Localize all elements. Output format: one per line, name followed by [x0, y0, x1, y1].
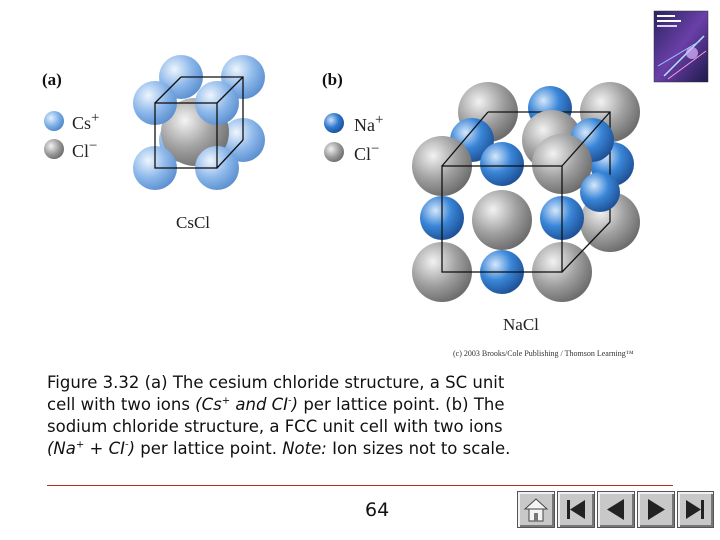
- na-ion-swatch: [324, 113, 344, 133]
- na-ion: [480, 142, 524, 186]
- cscl-structure: [133, 55, 265, 190]
- caption-line-4: (Na+ + CI-) per lattice point. Note: Ion…: [47, 439, 511, 458]
- home-button[interactable]: [517, 491, 555, 528]
- compound-label-nacl: NaCl: [503, 315, 539, 334]
- nacl-structure: [412, 82, 640, 302]
- next-page-button[interactable]: [637, 491, 675, 528]
- caption-line-1: Figure 3.32 (a) The cesium chloride stru…: [47, 373, 505, 392]
- next-icon: [648, 499, 665, 520]
- previous-page-button[interactable]: [597, 491, 635, 528]
- figure-part-b-label: (b): [322, 70, 343, 89]
- legend-cs-label: Cs+: [72, 110, 100, 133]
- figure-part-a-label: (a): [42, 70, 62, 89]
- copyright-credit: (c) 2003 Brooks/Cole Publishing / Thomso…: [453, 349, 634, 358]
- cl-ion-swatch: [44, 139, 64, 159]
- legend-na-label: Na+: [354, 112, 384, 135]
- last-page-button[interactable]: [677, 491, 714, 528]
- legend-cl-label: Cl−: [72, 138, 98, 161]
- page-number: 64: [365, 499, 390, 521]
- legend-a: Cs+ Cl−: [44, 110, 114, 165]
- legend-b: Na+ Cl−: [324, 112, 394, 167]
- cs-ion-swatch: [44, 111, 64, 131]
- cl-ion: [472, 190, 532, 250]
- caption-line-3: sodium chloride structure, a FCC unit ce…: [47, 417, 503, 436]
- compound-label-cscl: CsCl: [176, 213, 211, 232]
- book-cover-image: [653, 10, 709, 83]
- first-icon: [567, 500, 585, 519]
- cl-ion-swatch-b: [324, 142, 344, 162]
- caption-line-2: cell with two ions (Cs+ and CI-) per lat…: [47, 395, 505, 414]
- previous-icon: [607, 499, 624, 520]
- first-page-button[interactable]: [557, 491, 595, 528]
- na-ion: [580, 172, 620, 212]
- home-icon: [523, 498, 549, 522]
- legend-cl-label-b: Cl−: [354, 141, 380, 164]
- footer-divider: [47, 485, 673, 486]
- figure-caption: Figure 3.32 (a) The cesium chloride stru…: [47, 372, 687, 460]
- last-icon: [686, 500, 704, 519]
